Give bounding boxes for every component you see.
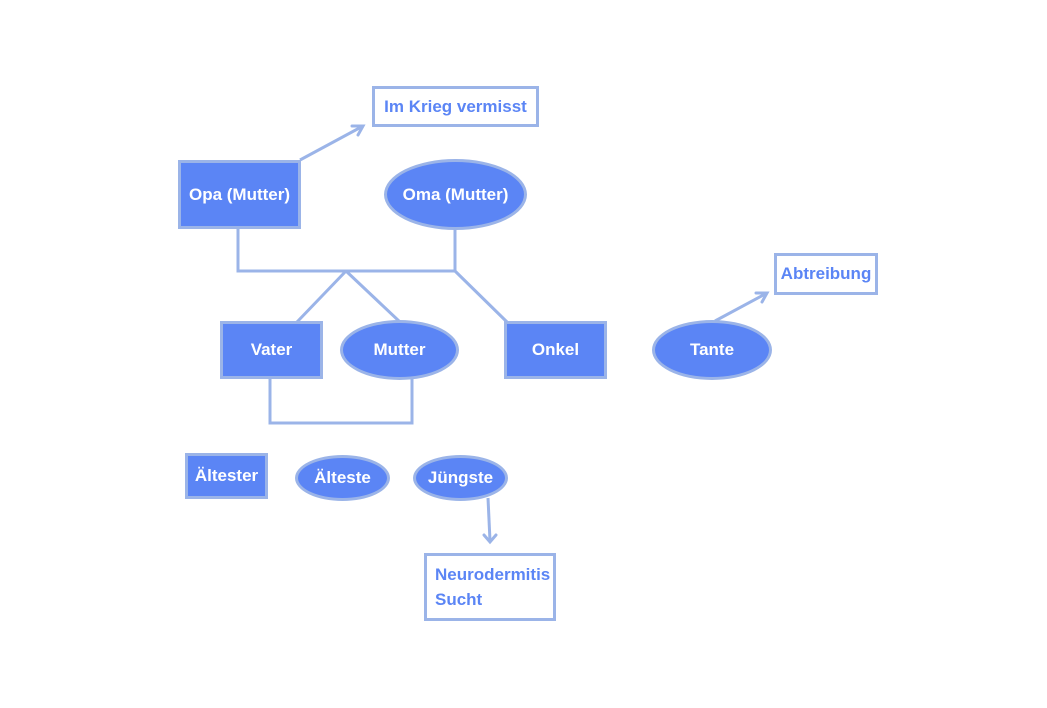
note-im-krieg-vermisst-label: Im Krieg vermisst [384, 96, 527, 116]
node-aelteste-label: Älteste [314, 468, 371, 487]
parents-partner-line [268, 378, 414, 425]
arrowhead-krieg [350, 124, 366, 137]
grandparents-partner-line [236, 229, 457, 273]
node-mutter-label: Mutter [373, 340, 426, 359]
arrowhead-abtreibung [754, 291, 770, 304]
note-im-krieg-vermisst: Im Krieg vermisst [372, 86, 539, 127]
arrowhead-neurodermitis [482, 533, 498, 545]
branch-to-onkel [453, 269, 509, 324]
arrow-opa-to-krieg [299, 124, 364, 162]
node-tante[interactable]: Tante [652, 320, 772, 380]
node-onkel[interactable]: Onkel [504, 321, 607, 379]
node-aelteste[interactable]: Älteste [295, 455, 390, 501]
note-neurodermitis-sucht: Neurodermitis Sucht [424, 553, 556, 621]
node-oma[interactable]: Oma (Mutter) [384, 159, 527, 230]
node-mutter[interactable]: Mutter [340, 320, 459, 380]
note-abtreibung: Abtreibung [774, 253, 878, 295]
arrow-tante-to-abtreibung [714, 291, 768, 323]
node-juengste-label: Jüngste [427, 468, 494, 487]
note-sucht-label: Sucht [435, 590, 483, 609]
node-juengste[interactable]: Jüngste [413, 455, 508, 501]
node-vater[interactable]: Vater [220, 321, 323, 379]
note-abtreibung-label: Abtreibung [780, 264, 872, 283]
branch-to-vater [295, 269, 348, 324]
node-opa[interactable]: Opa (Mutter) [178, 160, 301, 229]
node-onkel-label: Onkel [531, 340, 580, 359]
node-oma-label: Oma (Mutter) [402, 184, 509, 204]
branch-to-mutter [344, 269, 402, 324]
node-aeltester-label: Ältester [194, 466, 259, 485]
arrow-juengste-to-neurodermitis [486, 497, 492, 542]
node-vater-label: Vater [250, 340, 293, 359]
node-opa-label: Opa (Mutter) [188, 184, 291, 204]
node-aeltester[interactable]: Ältester [185, 453, 268, 499]
note-neurodermitis-label: Neurodermitis [435, 565, 551, 584]
node-tante-label: Tante [689, 340, 735, 359]
